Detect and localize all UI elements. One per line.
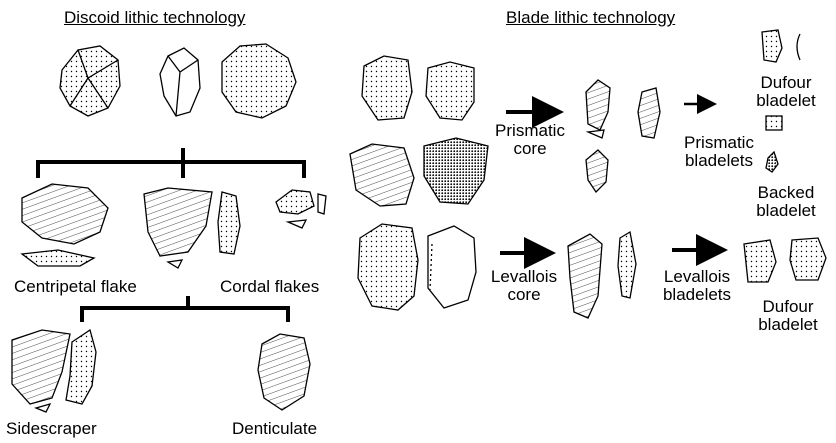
dufour-bottom-label-line1: Dufour [748,298,828,316]
sidescraper-label: Sidescraper [6,420,97,438]
backed-bladelet-label: Backed bladelet [750,184,822,220]
backed-bladelet-label-line1: Backed [750,184,822,202]
backed-bladelet-label-line2: bladelet [750,202,822,220]
levallois-core-drawings [358,224,476,310]
prismatic-bladelets-label: Prismatic bladelets [674,134,764,170]
dufour-top-label-line2: bladelet [750,92,822,110]
prismatic-blade-drawings [586,80,660,192]
dufour-bladelet-bottom-drawing [744,238,826,282]
centripetal-flake-label: Centripetal flake [14,278,137,296]
cordal-flakes-label: Cordal flakes [220,278,319,296]
levallois-bladelets-label-line1: Levallois [652,268,742,286]
denticulate-drawing [258,334,310,410]
levallois-bladelets-label: Levallois bladelets [652,268,742,304]
discoid-core-b [160,48,200,116]
discoid-core-c [222,44,296,118]
sidescraper-drawing [12,330,96,412]
prismatic-core-label-line1: Prismatic [490,122,570,140]
prismatic-core-label-line2: core [490,140,570,158]
levallois-core-label-line1: Levallois [484,268,564,286]
prismatic-core-label: Prismatic core [490,122,570,158]
denticulate-label: Denticulate [232,420,317,438]
levallois-core-label: Levallois core [484,268,564,304]
dufour-bottom-label-line2: bladelet [748,316,828,334]
dufour-bladelet-bottom-label: Dufour bladelet [748,298,828,334]
levallois-bladelets-label-line2: bladelets [652,286,742,304]
prismatic-bladelets-label-line1: Prismatic [674,134,764,152]
dufour-bladelet-top-drawing [762,30,800,62]
discoid-title: Discoid lithic technology [64,8,245,28]
blade-title: Blade lithic technology [506,8,675,28]
levallois-core-label-line2: core [484,286,564,304]
prismatic-core-drawings [350,56,488,206]
prismatic-bladelet-drawing [766,116,782,130]
discoid-core-a [60,46,120,116]
dufour-top-label-line1: Dufour [750,74,822,92]
prismatic-bladelets-label-line2: bladelets [674,152,764,170]
dufour-bladelet-top-label: Dufour bladelet [750,74,822,110]
backed-bladelet-drawing [766,152,778,172]
levallois-blade-drawings [568,232,636,318]
centripetal-flake-drawing [22,184,108,266]
middle-flake-drawing [144,188,240,268]
cordal-flakes-drawing [276,190,326,228]
